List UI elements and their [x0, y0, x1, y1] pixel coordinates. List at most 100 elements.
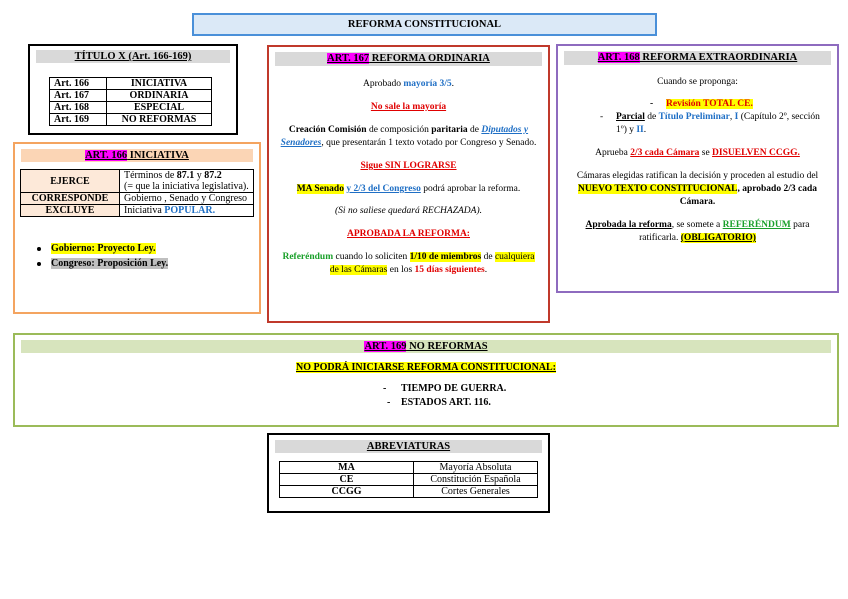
ejerce-text: y	[194, 170, 205, 181]
dash: -	[600, 112, 604, 122]
list-item: Congreso: Proposición Ley.	[37, 256, 259, 271]
text: cuando lo soliciten	[333, 252, 410, 262]
art167-title-rest: REFORMA ORDINARIA	[369, 53, 490, 64]
text: Cámaras elegidas ratifican la decisión y…	[576, 171, 819, 181]
art167-p1: Aprobado mayoría 3/5.	[277, 78, 540, 91]
item-text: Título Preliminar	[658, 112, 730, 122]
art166-table: EJERCE Términos de 87.1 y 87.2(= que la …	[20, 169, 254, 217]
item-text: .	[643, 125, 647, 135]
art166-title-bar: ART. 166 INICIATIVA	[21, 149, 253, 162]
text: mayoría 3/5	[403, 79, 452, 89]
table-row: EXCLUYE Iniciativa POPULAR.	[20, 204, 254, 217]
text: de	[481, 252, 495, 262]
art167-p8: Referéndum cuando lo soliciten 1/10 de m…	[277, 251, 540, 277]
text: de	[467, 125, 482, 135]
ejerce-text: Términos de	[124, 170, 177, 181]
label-cell: INICIATIVA	[106, 77, 212, 90]
table-row: MA Mayoría Absoluta	[279, 461, 538, 474]
text: 2/3 cada Cámara	[630, 148, 700, 158]
ejerce-text: (= que la iniciativa legislativa).	[124, 181, 249, 192]
list-item: Gobierno: Proyecto Ley.	[37, 241, 259, 256]
subtitle-text: NO PODRÁ INICIARSE REFORMA CONSTITUCIONA…	[295, 362, 557, 373]
art166-box: ART. 166 INICIATIVA EJERCE Términos de 8…	[13, 142, 261, 314]
table-row: CORRESPONDE Gobierno , Senado y Congreso	[20, 192, 254, 205]
dash: -	[650, 99, 654, 109]
text: podrá aprobar la reforma.	[420, 184, 521, 194]
header-box: REFORMA CONSTITUCIONAL	[192, 13, 657, 36]
item-text: Parcial	[616, 112, 645, 122]
art168-p4: Aprobada la reforma, se somete a REFERÉN…	[566, 219, 829, 245]
art168-title-bar: ART. 168 REFORMA EXTRAORDINARIA	[564, 51, 831, 65]
corresponde-label: CORRESPONDE	[20, 192, 120, 205]
text: MA Senado	[296, 184, 344, 194]
corresponde-value: Gobierno , Senado y Congreso	[119, 192, 254, 205]
art168-p2: Aprueba 2/3 cada Cámara se DISUELVEN CCG…	[566, 147, 829, 160]
excluye-label: EXCLUYE	[20, 204, 120, 217]
bullet-icon	[37, 246, 41, 251]
table-row: EJERCE Términos de 87.1 y 87.2(= que la …	[20, 169, 254, 193]
titulo-x-table: Art. 166 INICIATIVA Art. 167 ORDINARIA A…	[49, 77, 212, 126]
text: , aprobado 2/3 cada Cámara.	[679, 184, 817, 207]
abbr-cell: CCGG	[279, 485, 414, 498]
abreviaturas-title: ABREVIATURAS	[366, 441, 451, 452]
art169-box: ART. 169 NO REFORMAS NO PODRÁ INICIARSE …	[13, 333, 839, 427]
art167-title: ART. 167 REFORMA ORDINARIA	[327, 53, 490, 64]
art169-title-rest: NO REFORMAS	[406, 341, 488, 352]
meaning-cell: Mayoría Absoluta	[413, 461, 538, 474]
art168-p3: Cámaras elegidas ratifican la decisión y…	[566, 170, 829, 209]
table-row: Art. 167 ORDINARIA	[49, 89, 212, 102]
abbr-cell: CE	[279, 473, 414, 486]
dash: -	[383, 383, 387, 394]
item-text: ,	[729, 112, 735, 122]
dash: -	[387, 397, 391, 408]
excluye-popular: POPULAR.	[164, 205, 216, 216]
art168-box: ART. 168 REFORMA EXTRAORDINARIA Cuando s…	[556, 44, 839, 293]
abreviaturas-table: MA Mayoría Absoluta CE Constitución Espa…	[279, 461, 538, 498]
art168-title: ART. 168 REFORMA EXTRAORDINARIA	[597, 52, 798, 63]
text: y 2/3 del Congreso	[346, 184, 421, 194]
art166-title-rest: INICIATIVA	[127, 150, 189, 161]
excluye-text: Iniciativa	[124, 205, 165, 216]
art167-p7: APROBADA LA REFORMA:	[347, 229, 470, 239]
art169-title-art: ART. 169	[364, 341, 407, 352]
text: 1/10 de miembros	[409, 252, 482, 262]
art169-title-bar: ART. 169 NO REFORMAS	[21, 340, 831, 353]
text: , se somete a	[671, 220, 723, 230]
list-item: -TIEMPO DE GUERRA.	[383, 382, 837, 396]
art167-title-art: ART. 167	[327, 53, 370, 64]
text: Aprueba	[595, 148, 631, 158]
art166-bullets: Gobierno: Proyecto Ley. Congreso: Propos…	[37, 241, 259, 271]
art168-title-rest: REFORMA EXTRAORDINARIA	[639, 52, 798, 63]
text: , que presentarán 1 texto votado por Con…	[321, 138, 537, 148]
text: .	[451, 79, 455, 89]
item-text: (Capítulo 2º, sección 1º) y	[616, 112, 820, 135]
text: Referéndum	[282, 252, 334, 262]
art167-body: Aprobado mayoría 3/5. No sale la mayoría…	[269, 78, 548, 277]
abbr-cell: MA	[279, 461, 414, 474]
table-row: Art. 168 ESPECIAL	[49, 101, 212, 114]
titulo-x-title: TÍTULO X (Art. 166-169)	[74, 51, 192, 62]
bullet-text: Gobierno: Proyecto Ley.	[51, 243, 156, 254]
art168-title-art: ART. 168	[597, 52, 640, 63]
meaning-cell: Cortes Generales	[413, 485, 538, 498]
text: Creación Comisión	[288, 125, 367, 135]
text: de composición	[366, 125, 432, 135]
text: 15 días siguientes	[414, 265, 485, 275]
art167-title-bar: ART. 167 REFORMA ORDINARIA	[275, 52, 542, 66]
text: DISUELVEN CCGG.	[712, 148, 800, 158]
ejerce-bold: 87.1	[176, 170, 195, 181]
ejerce-label: EJERCE	[20, 169, 120, 193]
ejerce-bold: 87.2	[204, 170, 222, 181]
titulo-x-title-bar: TÍTULO X (Art. 166-169)	[36, 50, 230, 63]
art166-title-art: ART. 166	[85, 150, 128, 161]
art167-p2: No sale la mayoría	[370, 102, 447, 112]
art169-title: ART. 169 NO REFORMAS	[364, 341, 488, 352]
art167-p3: Creación Comisión de composición paritar…	[277, 124, 540, 150]
art167-p5: MA Senado y 2/3 del Congreso podrá aprob…	[277, 183, 540, 196]
art167-p4: Sigue SIN LOGRARSE	[360, 161, 457, 171]
art-cell: Art. 168	[49, 101, 107, 114]
art-cell: Art. 166	[49, 77, 107, 90]
titulo-x-box: TÍTULO X (Art. 166-169) Art. 166 INICIAT…	[28, 44, 238, 135]
bullet-icon	[37, 261, 41, 266]
excluye-value: Iniciativa POPULAR.	[119, 204, 254, 217]
